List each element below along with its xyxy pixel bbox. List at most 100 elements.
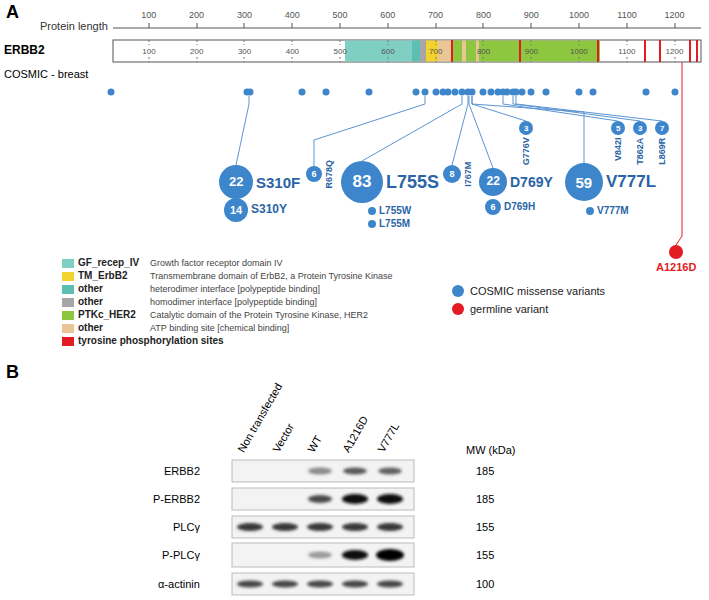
count-number: 6 (491, 202, 496, 212)
bar-position: 300 (238, 47, 251, 56)
bar-position: 1200 (666, 47, 684, 56)
blot-row-label: PLCγ (173, 521, 200, 534)
legend-description: homodimer interface [polypeptide binding… (150, 297, 317, 307)
panel-letter: A (6, 2, 19, 23)
mw-value: 100 (476, 578, 494, 591)
legend-description: Growth factor receptor domain IV (150, 258, 283, 268)
legend-description: ATP binding site [chemical binding] (150, 323, 289, 333)
variant-label: I767M (463, 162, 473, 187)
variant-label: V777M (597, 205, 629, 217)
legend-swatch (62, 337, 74, 346)
variant-label: V777L (606, 172, 656, 192)
count-number: 22 (229, 175, 243, 190)
cosmic-dots (108, 89, 679, 96)
protein-bar (113, 40, 701, 62)
variant-label: D769H (504, 201, 535, 213)
variant-dot: L755M (368, 220, 376, 228)
variant-label: L869R (657, 137, 667, 164)
axis-tick: 700 (428, 10, 443, 20)
variant-bubble: 6D769H (485, 199, 501, 215)
variant-bubble: 6R678Q (306, 166, 322, 182)
legend-description: heterodimer interface [polypeptide bindi… (150, 284, 320, 294)
track-title: COSMIC - breast (4, 68, 88, 81)
bar-position: 1000 (570, 47, 588, 56)
blot-row-label: P-ERBB2 (153, 493, 200, 506)
bar-position: 800 (477, 47, 490, 56)
variant-bubble: 8I767M (443, 165, 461, 183)
axis-tick: 1100 (617, 10, 636, 20)
legend-text: COSMIC missense variants (470, 285, 605, 298)
legend-swatch (62, 324, 74, 333)
axis-tick: 800 (476, 10, 491, 20)
bar-position: 1100 (618, 47, 635, 56)
axis-tick: 500 (333, 10, 348, 20)
lane-label: WT (305, 434, 325, 455)
variant-label: S310F (256, 174, 300, 191)
legend-text: germline variant (470, 303, 548, 316)
bar-position: 700 (429, 47, 442, 56)
mw-header: MW (kDa) (466, 444, 516, 457)
legend-dot (452, 303, 464, 315)
axis-tick: 900 (524, 10, 539, 20)
legend-text: PTKc_HER2 (78, 309, 136, 321)
variant-dot: V777M (586, 207, 594, 215)
variant-label: A1216D (656, 261, 696, 274)
variant-label: L755W (379, 205, 411, 217)
legend-text: other (78, 322, 103, 334)
blot-bands (237, 468, 404, 588)
axis-tick: 400 (285, 10, 300, 20)
count-number: 8 (450, 169, 455, 179)
legend-swatch (62, 285, 74, 294)
variant-bubble: 59V777L (565, 163, 603, 201)
legend-swatch (62, 311, 74, 320)
legend-swatch (62, 272, 74, 281)
legend-dot (452, 285, 464, 297)
bar-position: 900 (525, 47, 538, 56)
variant-label: D769Y (510, 174, 553, 190)
axis-tick: 1200 (665, 10, 685, 20)
length-ruler (113, 23, 701, 28)
variant-bubble: 83L755S (341, 161, 383, 203)
variant-label: G776V (521, 137, 531, 165)
legend-text: other (78, 296, 103, 308)
blot-row-label: ERBB2 (164, 465, 200, 478)
variant-label: R678Q (324, 160, 334, 189)
legend-text: GF_recep_IV (78, 257, 139, 269)
bar-position: 600 (381, 47, 394, 56)
leader-lines (236, 96, 662, 168)
variant-label: S310Y (251, 203, 287, 217)
variant-bubble: 5V842I (611, 121, 625, 135)
protein-name: ERBB2 (4, 44, 45, 58)
axis-tick: 200 (189, 10, 204, 20)
count-number: 3 (524, 124, 528, 133)
count-number: 83 (353, 172, 372, 192)
variant-bubble: 22D769Y (479, 168, 507, 196)
variant-bubble: 14S310Y (224, 198, 248, 222)
variant-label: V842I (613, 137, 623, 161)
mw-value: 155 (476, 549, 494, 562)
variant-label: L755S (386, 172, 439, 193)
count-number: 3 (638, 124, 642, 133)
mw-value: 185 (476, 465, 494, 478)
legend-swatch (62, 259, 74, 268)
bar-position: 500 (334, 47, 347, 56)
blot-row-label: P-PLCγ (162, 549, 200, 562)
mw-value: 185 (476, 493, 494, 506)
legend-text: other (78, 283, 103, 295)
axis-tick: 1000 (569, 10, 589, 20)
blot-row-label: α-actinin (158, 578, 200, 591)
blot-strips (232, 460, 414, 595)
variant-bubble: 3G776V (519, 121, 533, 135)
germline-leader (676, 62, 682, 245)
legend-text: TM_ErbB2 (78, 270, 127, 282)
count-number: 59 (576, 174, 593, 191)
legend-description: Catalytic domain of the Protein Tyrosine… (150, 310, 368, 320)
variant-label: L755M (379, 218, 410, 230)
count-number: 7 (660, 124, 664, 133)
axis-tick: 600 (380, 10, 395, 20)
axis-tick: 300 (237, 10, 252, 20)
axis-title: Protein length (40, 20, 108, 33)
bar-position: 200 (190, 47, 203, 56)
variant-bubble: 7L869R (655, 121, 669, 135)
